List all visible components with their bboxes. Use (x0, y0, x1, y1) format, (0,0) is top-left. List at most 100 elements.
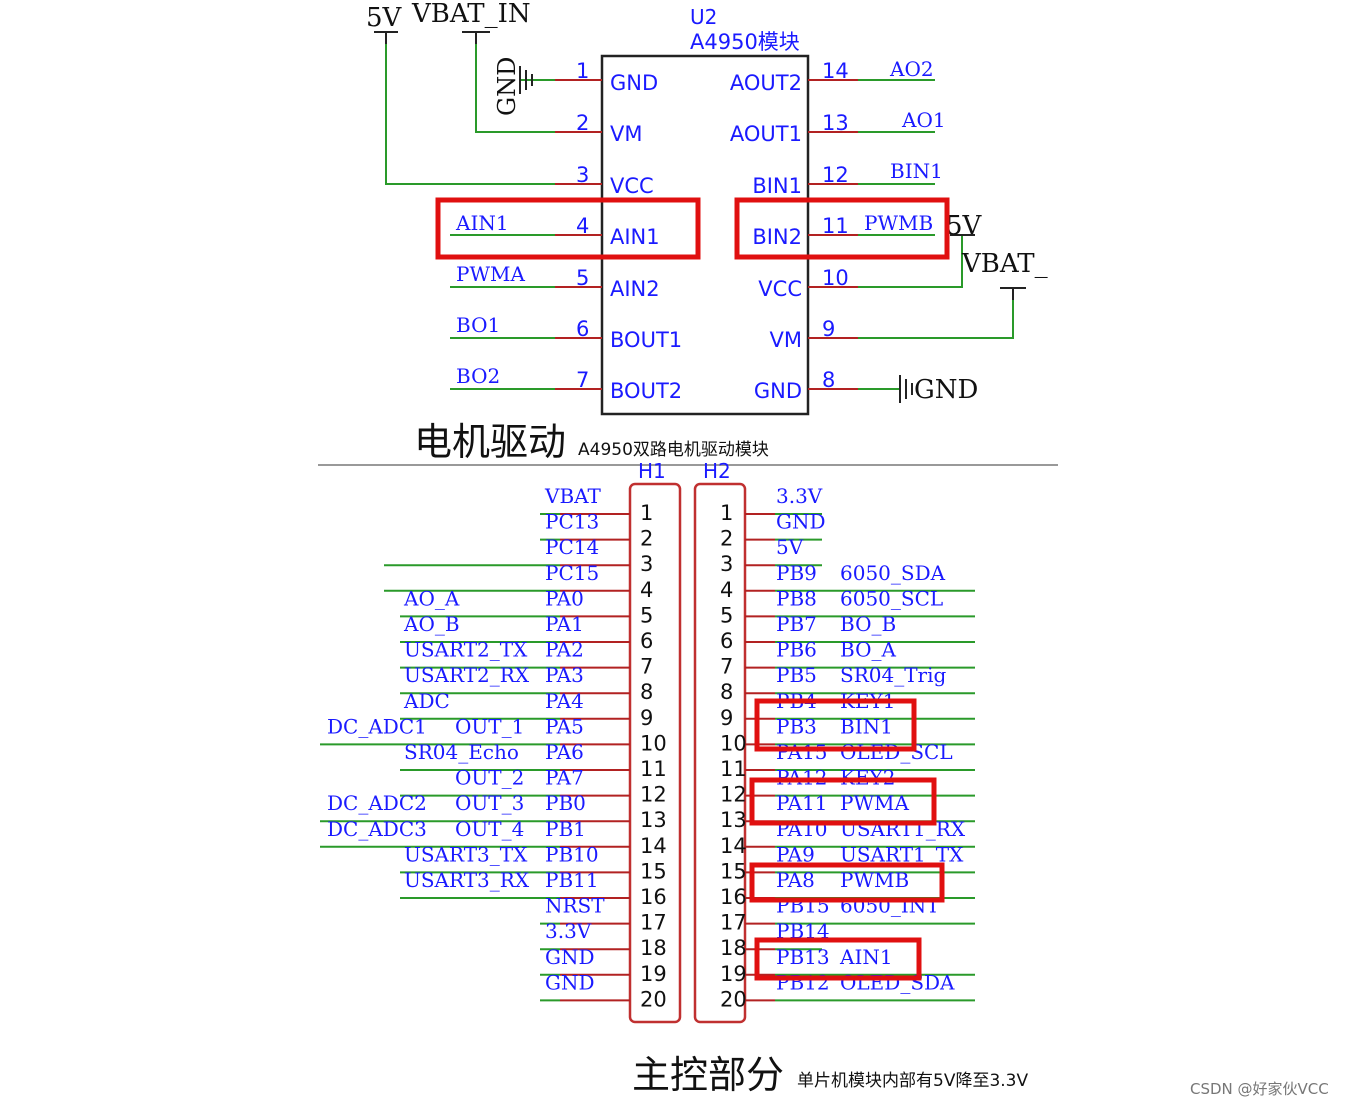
pin-name: VCC (758, 277, 802, 301)
section-main-title: 主控部分 (632, 1053, 784, 1097)
h1-pin-number: 13 (640, 808, 667, 832)
h1-pin-number: 6 (640, 629, 653, 653)
highlight-ain1-box (435, 197, 701, 260)
pin-name: VCC (610, 174, 654, 198)
pin-name: VM (610, 122, 642, 146)
h2-pin-number: 17 (720, 911, 747, 935)
h1-function-label: USART3_RX (404, 868, 530, 892)
h2-function-label: USART1_TX (840, 842, 964, 866)
h2-function-label: PWMB (840, 868, 909, 892)
label-gnd-right: GND (914, 375, 978, 405)
h1-signal-label: PA0 (545, 586, 584, 610)
h2-signal-label: PB3 (776, 714, 817, 738)
h2-function-label: SR04_Trig (840, 663, 947, 687)
h2-pin-number: 16 (720, 885, 747, 909)
h2-signal-label: PB8 (776, 586, 817, 610)
pin-name: AIN1 (610, 225, 660, 249)
pin-num: 9 (822, 317, 835, 341)
pin-num: 2 (576, 111, 589, 135)
h1-pin-number: 14 (640, 834, 667, 858)
h1-function-label: USART2_RX (404, 663, 530, 687)
pin-name: BOUT1 (610, 328, 682, 352)
h1-function-label: ADC (403, 689, 450, 713)
pin-num: 10 (822, 266, 849, 290)
pin-num: 4 (576, 214, 589, 238)
h1-function-label: SR04_Echo (404, 740, 519, 764)
pin-name: BIN1 (752, 174, 802, 198)
h2-pin-number: 11 (720, 757, 747, 781)
net-label: AIN1 (455, 211, 509, 235)
h1-signal-label: 3.3V (545, 919, 592, 943)
pin-num: 11 (822, 214, 849, 238)
h1-pin-number: 3 (640, 552, 653, 576)
u2-name: A4950模块 (690, 30, 800, 54)
section-main-subtitle: 单片机模块内部有5V降至3.3V (797, 1071, 1028, 1091)
h1-pin-number: 4 (640, 578, 653, 602)
power-symbols-right (899, 234, 1026, 403)
h1-function-label: OUT_2 (455, 766, 524, 790)
h2-pin-number: 1 (720, 501, 733, 525)
section-motor-title: 电机驱动 (414, 420, 566, 464)
net-label: AO1 (901, 108, 946, 132)
h2-pin-number: 18 (720, 936, 747, 960)
h1-signal-label: PA6 (545, 740, 584, 764)
h2-body (693, 482, 747, 1024)
h2-signal-label: PA15 (776, 740, 828, 764)
h2-function-label: OLED_SCL (840, 740, 953, 764)
u2-left-pin-lines (555, 79, 602, 390)
h1-signal-label: PC15 (545, 561, 599, 585)
h1-signal-label: PA4 (545, 689, 584, 713)
h1-extra-label: DC_ADC2 (327, 791, 427, 815)
h1-pin-number: 17 (640, 911, 667, 935)
h1-pin-number: 15 (640, 859, 667, 883)
h1-body (628, 482, 682, 1024)
h2-function-label: OLED_SDA (840, 970, 955, 994)
h2-signal-label: PB5 (776, 663, 817, 687)
h2-signal-label: PA11 (776, 791, 828, 815)
h1-ref: H1 (638, 459, 666, 483)
h1-signal-label: PA3 (545, 663, 584, 687)
pin-num: 14 (822, 59, 849, 83)
pin-num: 5 (576, 266, 589, 290)
h1-pin-number: 18 (640, 936, 667, 960)
h2-pin-number: 13 (720, 808, 747, 832)
h2-pin-number: 15 (720, 859, 747, 883)
h2-signal-label: PA8 (776, 868, 815, 892)
pin-num: 6 (576, 317, 589, 341)
h1-function-label: OUT_3 (455, 791, 524, 815)
h1-signal-label: PB1 (545, 817, 586, 841)
net-label: BO1 (456, 313, 500, 337)
h1-pin-number: 5 (640, 603, 653, 627)
h1-pin-number: 8 (640, 680, 653, 704)
pin-num: 12 (822, 163, 849, 187)
highlight-pa8-pwmb (749, 862, 945, 903)
label-5v-right: 5V (946, 211, 983, 241)
pin-name: AOUT1 (730, 122, 802, 146)
h2-signal-label: GND (776, 510, 826, 534)
h1-pin-number: 11 (640, 757, 667, 781)
pin-name: GND (754, 379, 802, 403)
h1-signal-label: VBAT (544, 484, 601, 508)
h2-pin-number: 5 (720, 603, 733, 627)
label-gnd-left: GND (493, 57, 521, 116)
u2-wires (385, 32, 1014, 390)
h1-signal-label: PA7 (545, 766, 584, 790)
pin-num: 8 (822, 368, 835, 392)
h1-pin-number: 7 (640, 655, 653, 679)
u2-ref: U2 (690, 5, 717, 29)
pin-name: BIN2 (752, 225, 802, 249)
net-label: PWMB (864, 211, 933, 235)
h1-pin-number: 20 (640, 987, 667, 1011)
h2-signal-label: 5V (776, 535, 804, 559)
h2-function-label: 6050_INT (840, 894, 940, 918)
h1-function-label: AO_B (403, 612, 460, 636)
h2-pin-number: 19 (720, 962, 747, 986)
h1-signal-label: PA2 (545, 638, 584, 662)
pin-num: 7 (576, 368, 589, 392)
u2-right-pins: 14 AOUT2 AO2 13 AOUT1 AO1 12 BIN1 BIN1 1… (730, 57, 946, 403)
h1-signal-label: PA5 (545, 714, 584, 738)
h2-pin-number: 7 (720, 655, 733, 679)
highlight-bin2-box (734, 197, 950, 260)
watermark: CSDN @好家伙VCC (1190, 1080, 1329, 1098)
h1-signal-label: PC13 (545, 510, 599, 534)
